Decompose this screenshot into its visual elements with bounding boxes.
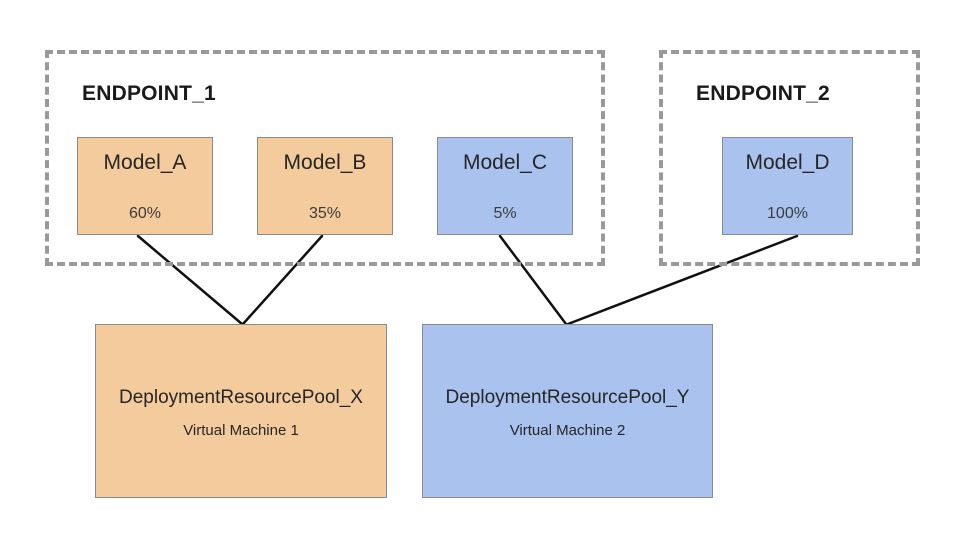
model-box-model-d: Model_D 100% xyxy=(722,137,853,235)
model-a-name: Model_A xyxy=(103,151,187,174)
pool-y-name: DeploymentResourcePool_Y xyxy=(445,387,690,408)
endpoint-1-title: ENDPOINT_1 xyxy=(82,82,216,105)
model-a-traffic-split: 60% xyxy=(128,205,162,222)
model-box-model-b: Model_B 35% xyxy=(257,137,393,235)
model-c-traffic-split: 5% xyxy=(493,205,517,222)
model-box-model-a: Model_A 60% xyxy=(77,137,213,235)
endpoint-1-container: ENDPOINT_1 xyxy=(45,50,605,266)
model-box-model-c: Model_C 5% xyxy=(437,137,573,235)
endpoint-2-container: ENDPOINT_2 xyxy=(659,50,920,266)
pool-x-machine: Virtual Machine 1 xyxy=(183,422,299,439)
model-d-traffic-split: 100% xyxy=(767,205,808,222)
model-c-name: Model_C xyxy=(462,151,548,174)
model-b-name: Model_B xyxy=(283,151,367,174)
pool-x-name: DeploymentResourcePool_X xyxy=(119,387,363,408)
model-b-traffic-split: 35% xyxy=(308,205,342,222)
model-d-name: Model_D xyxy=(745,151,830,174)
pool-box-deployment-resource-pool-x: DeploymentResourcePool_X Virtual Machine… xyxy=(95,324,387,498)
pool-box-deployment-resource-pool-y: DeploymentResourcePool_Y Virtual Machine… xyxy=(422,324,713,498)
pool-y-machine: Virtual Machine 2 xyxy=(509,422,626,439)
endpoint-2-title: ENDPOINT_2 xyxy=(696,82,830,105)
